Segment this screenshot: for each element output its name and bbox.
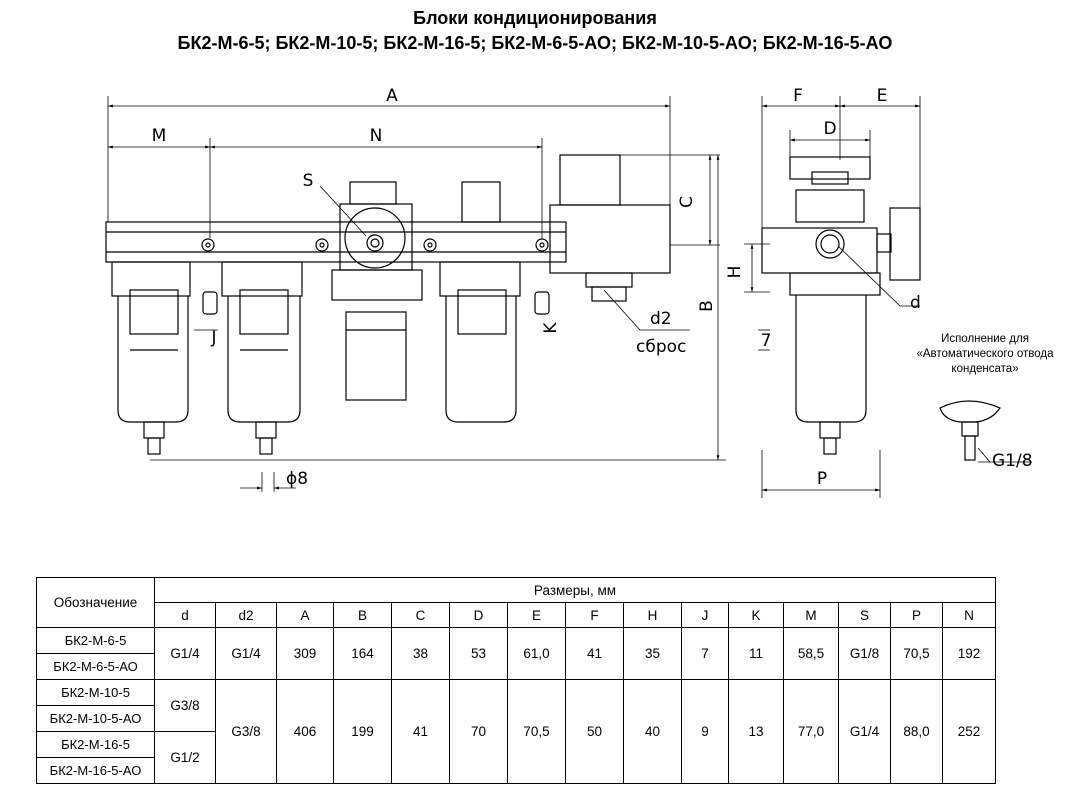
value-cell: 199 <box>333 679 392 784</box>
value-cell: G1/8 <box>838 627 891 680</box>
filter-unit-1 <box>111 261 191 455</box>
value-cell: 41 <box>391 679 450 784</box>
dim-label-s: S <box>303 171 314 191</box>
dim-label-e: E <box>877 86 888 106</box>
dim-label-p: P <box>817 469 827 489</box>
designation-cell: БК2-М-10-5 <box>36 679 155 706</box>
value-cell: 88,0 <box>890 679 943 784</box>
technical-drawing: A M N S C B K J d2 сброс ϕ8 F E D H d 7 … <box>105 86 1033 498</box>
designation-cell: БК2-М-16-5-АО <box>36 757 155 784</box>
table-row: БК2-М-16-5 G1/2 <box>36 731 996 784</box>
value-cell: 252 <box>942 679 996 784</box>
col-header: P <box>890 602 943 628</box>
dim-label-d-thread: d <box>910 293 921 313</box>
col-header: B <box>333 602 392 628</box>
value-cell: 41 <box>565 627 624 680</box>
dim-label-n: N <box>370 126 383 146</box>
value-cell: 70 <box>449 679 508 784</box>
dim-label-g18: G1/8 <box>992 451 1033 471</box>
side-view <box>761 156 921 455</box>
dim-label-phi8: ϕ8 <box>286 469 308 489</box>
col-header: S <box>838 602 891 628</box>
designation-cell: БК2-М-16-5 <box>36 731 155 758</box>
caption-line-3: конденсата» <box>951 363 1019 375</box>
dim-label-c: C <box>677 196 697 208</box>
col-header: d <box>154 602 216 628</box>
auto-drain-caption: Исполнение для «Автоматического отвода к… <box>900 332 1070 377</box>
value-cell: G3/8 <box>215 679 277 784</box>
col-header: C <box>391 602 450 628</box>
table-row: БК2-М-16-5-АО <box>36 757 996 784</box>
col-header: H <box>623 602 682 628</box>
value-cell: 40 <box>623 679 682 784</box>
col-header: K <box>728 602 784 628</box>
col-header: J <box>681 602 729 628</box>
value-cell: G1/4 <box>215 627 277 680</box>
value-cell: 61,0 <box>507 627 566 680</box>
value-cell: 38 <box>391 627 450 680</box>
value-cell: 70,5 <box>890 627 943 680</box>
header-designation: Обозначение <box>36 577 155 628</box>
lubricator-unit <box>439 181 521 423</box>
col-header: D <box>449 602 508 628</box>
caption-line-1: Исполнение для <box>941 333 1029 345</box>
dimensions-table: Обозначение Размеры, мм d d2 A B C D E F… <box>36 577 996 784</box>
filter-unit-2 <box>221 261 303 455</box>
value-cell: G1/4 <box>838 679 891 784</box>
dim-label-m: M <box>152 126 167 146</box>
col-header: A <box>276 602 334 628</box>
dim-label-k: K <box>541 322 561 334</box>
col-header: M <box>783 602 839 628</box>
dim-label-h: H <box>725 266 745 279</box>
value-cell: 406 <box>276 679 334 784</box>
dim-label-b: B <box>697 300 717 312</box>
value-cell: G1/2 <box>154 731 216 784</box>
value-cell: 58,5 <box>783 627 839 680</box>
designation-cell: БК2-М-10-5-АО <box>36 705 155 732</box>
value-cell: G1/4 <box>154 627 216 680</box>
caption-line-2: «Автоматического отвода <box>916 348 1054 360</box>
value-cell: 13 <box>728 679 784 784</box>
dim-label-f: F <box>793 86 803 106</box>
auto-drain-detail <box>939 400 1001 461</box>
value-cell: 9 <box>681 679 729 784</box>
table-row: БК2-М-10-5-АО <box>36 705 996 732</box>
designation-cell: БК2-М-6-5 <box>36 627 155 654</box>
table-row: БК2-М-10-5 G3/8 G3/8 406 199 41 70 70,5 … <box>36 679 996 784</box>
col-header: E <box>507 602 566 628</box>
value-cell: 192 <box>942 627 996 680</box>
col-header: d2 <box>215 602 277 628</box>
regulator-unit <box>331 181 423 401</box>
shutoff-valve <box>549 154 671 302</box>
value-cell: 11 <box>728 627 784 680</box>
value-cell: 50 <box>565 679 624 784</box>
dim-label-d: D <box>823 119 836 139</box>
table-row: БК2-М-6-5 G1/4 G1/4 309 164 38 53 61,0 4… <box>36 627 996 680</box>
value-cell: G3/8 <box>154 679 216 732</box>
dim-label-j: J <box>210 328 216 348</box>
col-header: F <box>565 602 624 628</box>
value-cell: 53 <box>449 627 508 680</box>
dim-label-sbros: сброс <box>636 337 686 357</box>
dim-label-7: 7 <box>761 331 772 351</box>
value-cell: 7 <box>681 627 729 680</box>
value-cell: 164 <box>333 627 392 680</box>
header-dimensions: Размеры, мм <box>154 577 996 603</box>
page-title: Блоки кондиционирования <box>413 8 657 28</box>
col-header: N <box>942 602 996 628</box>
dim-label-a: A <box>386 86 398 106</box>
designation-cell: БК2-М-6-5-АО <box>36 653 155 680</box>
value-cell: 35 <box>623 627 682 680</box>
value-cell: 77,0 <box>783 679 839 784</box>
dim-label-d2: d2 <box>650 309 672 329</box>
page-subtitle: БК2-М-6-5; БК2-М-10-5; БК2-М-16-5; БК2-М… <box>177 33 893 53</box>
manifold-bar <box>105 221 567 263</box>
value-cell: 70,5 <box>507 679 566 784</box>
value-cell: 309 <box>276 627 334 680</box>
